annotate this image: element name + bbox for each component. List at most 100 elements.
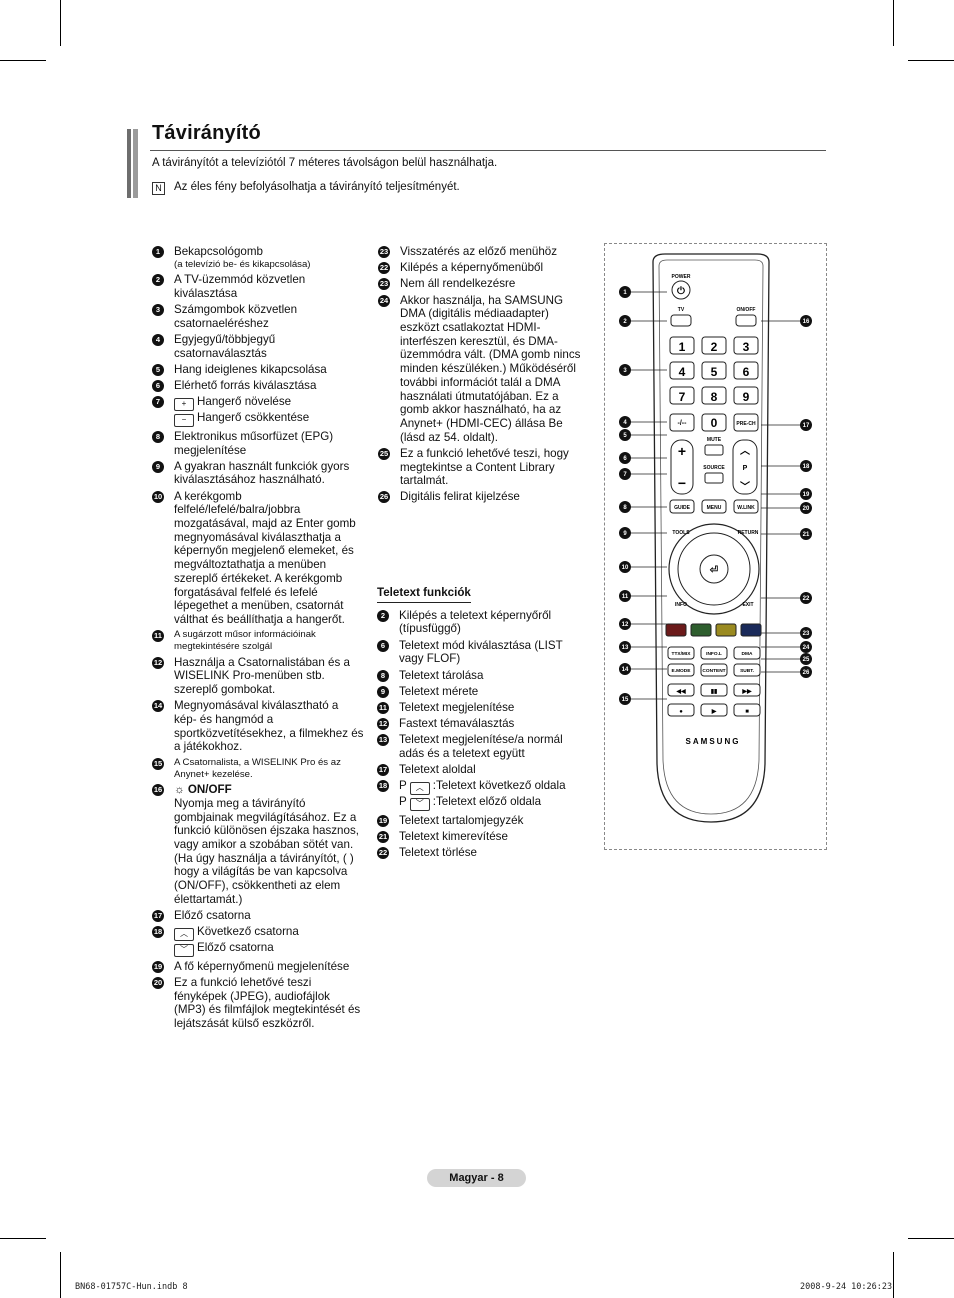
callout-number: 13: [377, 734, 389, 747]
callout-number: 16: [152, 784, 164, 797]
exit-label: EXIT: [742, 602, 753, 608]
media-button: [667, 703, 695, 717]
item-text: Hangerő növelése: [197, 395, 292, 409]
callout-number: 17: [377, 764, 389, 777]
item-line: ﹀Előző csatorna: [174, 941, 364, 958]
callout-marker: [800, 666, 812, 678]
callout-marker: [619, 561, 631, 573]
volume-up-icon: +: [174, 398, 194, 412]
item-text: Fastext témaválasztás: [399, 717, 515, 731]
digit-label: 4: [679, 365, 686, 379]
channel-rocker: [732, 439, 758, 495]
mute-button: [704, 444, 724, 456]
callout-number: 12: [152, 656, 164, 669]
callout-number: 10: [152, 490, 164, 503]
digit-button: [669, 386, 695, 405]
item-text: Teletext aloldal: [399, 763, 476, 777]
callout-marker: [800, 315, 812, 327]
callout-number: 3: [152, 304, 164, 317]
callout-number: 1: [152, 246, 164, 258]
callout-number: 16: [803, 319, 810, 325]
digit-button: [701, 336, 727, 355]
callout-marker: [800, 528, 812, 540]
crop-mark: [908, 60, 954, 61]
tv-label: TV: [678, 307, 685, 313]
callout-marker: [800, 502, 812, 514]
mute-label: MUTE: [707, 437, 722, 443]
digit-label: 9: [743, 390, 750, 404]
wlink-label: W.LINK: [737, 505, 755, 511]
item-text: Hangerő csökkentése: [197, 411, 310, 425]
item-prefix: P: [399, 795, 410, 809]
power-label: POWER: [672, 274, 691, 280]
item-text: ON/OFF: [187, 783, 232, 797]
callout-number: 18: [152, 926, 164, 939]
guide-label: GUIDE: [674, 505, 691, 511]
function-label: E.MODE: [672, 668, 692, 674]
item-text: Teletext tárolása: [399, 668, 484, 682]
digit-label: 2: [711, 340, 718, 354]
callout-number: 15: [152, 757, 164, 770]
callout-number: 6: [377, 639, 389, 652]
callout-number: 9: [152, 460, 164, 473]
item-text: Használja a Csatornalistában és a WISELI…: [174, 655, 350, 697]
callout-number: 5: [152, 363, 164, 376]
callout-marker: [619, 468, 631, 480]
digit-label: 6: [743, 365, 750, 379]
item-text: A gyakran használt funkciók gyors kivála…: [174, 459, 350, 487]
item-text: Számgombok közvetlen csatornaeléréshez: [174, 303, 298, 330]
item-text: Teletext tartalomjegyzék: [399, 813, 524, 827]
digit-button: [701, 386, 727, 405]
function-label: DMA: [742, 651, 753, 657]
callout-number: 11: [377, 701, 389, 714]
crop-mark: [893, 1252, 894, 1298]
callout-number: 22: [803, 596, 810, 602]
callout-marker: [619, 527, 631, 539]
item-text: Megnyomásával kiválasztható a kép- és ha…: [174, 699, 364, 754]
item-text: Teletext megjelenítése/a normál adás és …: [399, 733, 563, 761]
item-text: Teletext kimerevítése: [399, 830, 508, 844]
list-item: 10 A kerékgomb felfelé/lefelé/balra/jobbr…: [152, 490, 364, 627]
callout-marker: [800, 460, 812, 472]
callout-marker: [800, 488, 812, 500]
media-icon: ■: [745, 709, 749, 715]
power-icon: ⏻: [677, 285, 685, 297]
media-icon: ▮▮: [711, 689, 718, 695]
callout-marker: [800, 592, 812, 604]
function-label: CONTENT: [702, 668, 725, 674]
media-icon: ▶: [711, 708, 717, 715]
callout-number: 6: [623, 456, 627, 462]
list-item: 7+Hangerő növelése−Hangerő csökkentése: [152, 395, 364, 428]
callout-number: 3: [623, 368, 627, 374]
function-button: [700, 663, 728, 677]
item-text: A kerékgomb felfelé/lefelé/balra/jobbra …: [174, 489, 356, 626]
crop-mark: [0, 1238, 46, 1239]
callout-marker: [619, 663, 631, 675]
item-line: +Hangerő növelése: [174, 395, 364, 412]
callout-number: 2: [623, 319, 627, 325]
media-icon: ◀◀: [675, 688, 686, 695]
callout-marker: [619, 416, 631, 428]
note-text: Az éles fény befolyásolhatja a távirányí…: [174, 181, 460, 193]
tools-label: TOOLS: [672, 530, 690, 536]
callout-number: 13: [622, 645, 629, 651]
guide-button: [669, 499, 695, 514]
item-subtext: (a televízió be- és kikapcsolása): [174, 258, 311, 270]
digit-button: [733, 336, 759, 355]
item-text: Teletext mérete: [399, 684, 479, 698]
callout-number: 8: [377, 669, 389, 682]
remote-inner-edge: [658, 259, 764, 815]
